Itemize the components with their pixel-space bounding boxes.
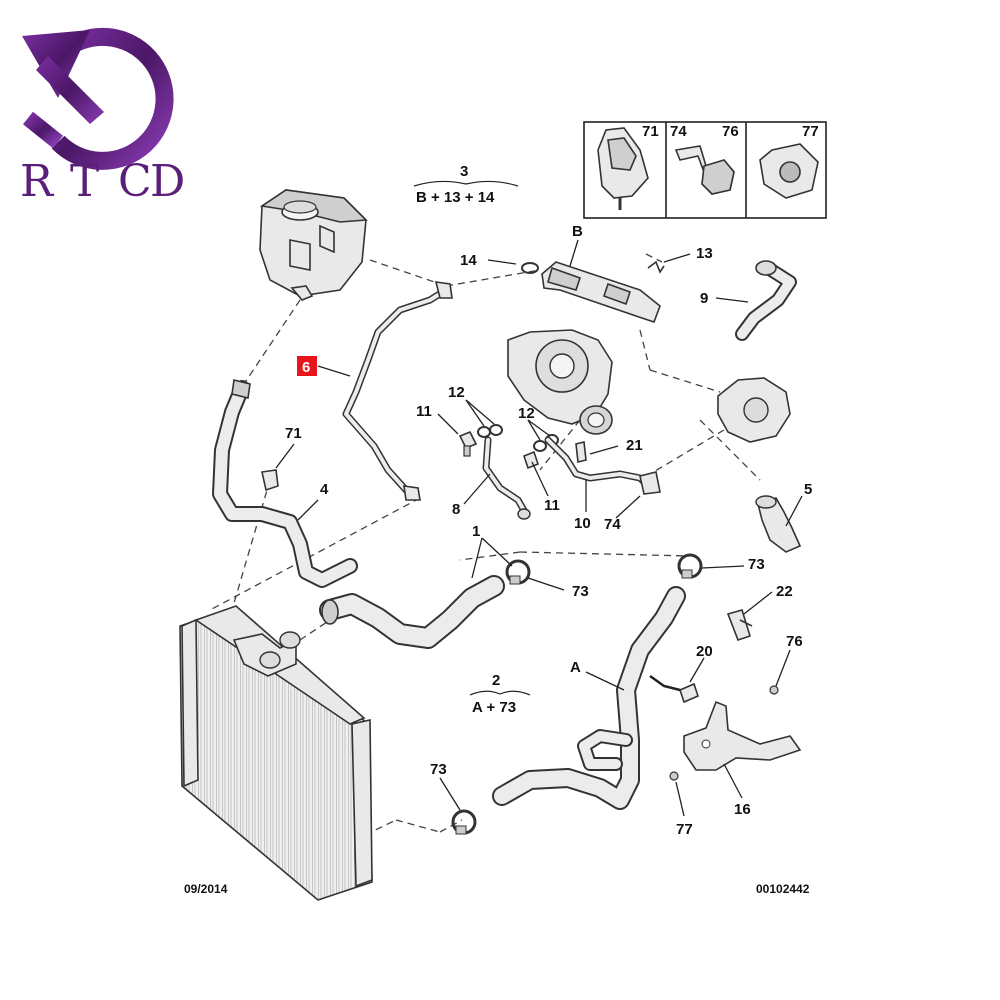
svg-text:3: 3 [460,163,468,180]
callout-8: 8 [452,501,460,518]
expansion-tank [259,189,368,301]
svg-text:A + 73: A + 73 [472,699,516,716]
washers-12-left [477,424,503,438]
leader-lines [275,239,803,817]
hose-1 [319,575,505,649]
pipe-10 [544,436,661,495]
svg-text:B + 13 + 14: B + 13 + 14 [416,189,495,206]
callout-76: 76 [786,633,803,650]
logo-letter-c: C [118,156,152,207]
rtcd-logo: R T C D [20,27,185,207]
bolt-icon [674,145,735,195]
callout-71: 71 [285,425,302,442]
footer-ref: 00102442 [756,882,810,896]
callout-74: 74 [604,516,621,533]
bracket-16 [683,700,802,771]
callout-20: 20 [696,643,713,660]
clip-21 [575,441,587,463]
inset-label-71: 71 [642,123,659,140]
pipe-8 [482,436,531,520]
clamp-73-right [677,553,703,579]
callout-6: 6 [302,359,310,376]
callout-6-highlight [297,356,317,376]
nut-77 [669,771,679,781]
callout-21: 21 [626,437,643,454]
thermostat-5 [755,495,802,553]
hardware-inset: 71 74 76 77 [583,121,827,219]
callout-14: 14 [460,252,477,269]
callout-5: 5 [804,481,812,498]
hose-6 [342,281,453,501]
bolt-11-left [458,430,478,457]
group-label-2: 2 A + 73 [469,672,531,716]
clamp-73-lower [451,809,477,835]
hose-a [492,586,686,810]
callout-12-left: 12 [448,384,465,401]
callout-9: 9 [700,290,708,307]
callout-4: 4 [320,481,329,498]
radiator [179,605,373,901]
spacer-20 [649,674,699,704]
footer-date: 09/2014 [184,882,228,896]
callout-11-right: 11 [544,497,560,514]
clip-22 [726,609,753,642]
callout-11-left: 11 [416,403,432,420]
inset-label-76: 76 [722,123,739,140]
bolt-76 [769,685,779,695]
callout-13: 13 [696,245,713,262]
group-label-3: 3 B + 13 + 14 [413,163,519,206]
turbocharger [507,329,613,435]
callout-22: 22 [776,583,793,600]
clip-71 [261,469,279,492]
hose-4 [212,379,358,588]
logo-letter-t: T [70,156,99,207]
callout-73-right: 73 [748,556,765,573]
logo-letter-r: R [20,156,55,207]
callout-77: 77 [676,821,693,838]
callout-73-upper: 73 [572,583,589,600]
logo-letter-d: D [150,156,185,207]
svg-text:2: 2 [492,672,500,689]
callout-a: A [570,659,581,676]
callout-16: 16 [734,801,751,818]
pipe-9 [735,260,797,341]
clip-icon [597,127,649,210]
water-outlet-housing [717,377,791,443]
inset-label-74: 74 [670,123,687,140]
clamp-73-upper [505,559,531,585]
assembly-dashed-lines [209,253,761,836]
bolt-11-right [523,450,539,470]
inset-label-77: 77 [802,123,819,140]
callout-73-lower: 73 [430,761,447,778]
callout-10: 10 [574,515,591,532]
callout-b: B [572,223,583,240]
callout-1: 1 [472,523,480,540]
coolant-rail-b [521,260,665,324]
nut-icon [759,143,819,199]
refresh-arrow-icon [22,27,174,170]
callout-labels: 14 B 13 9 6 71 4 12 11 12 21 8 11 10 74 … [285,223,812,838]
callout-12-right: 12 [518,405,535,422]
